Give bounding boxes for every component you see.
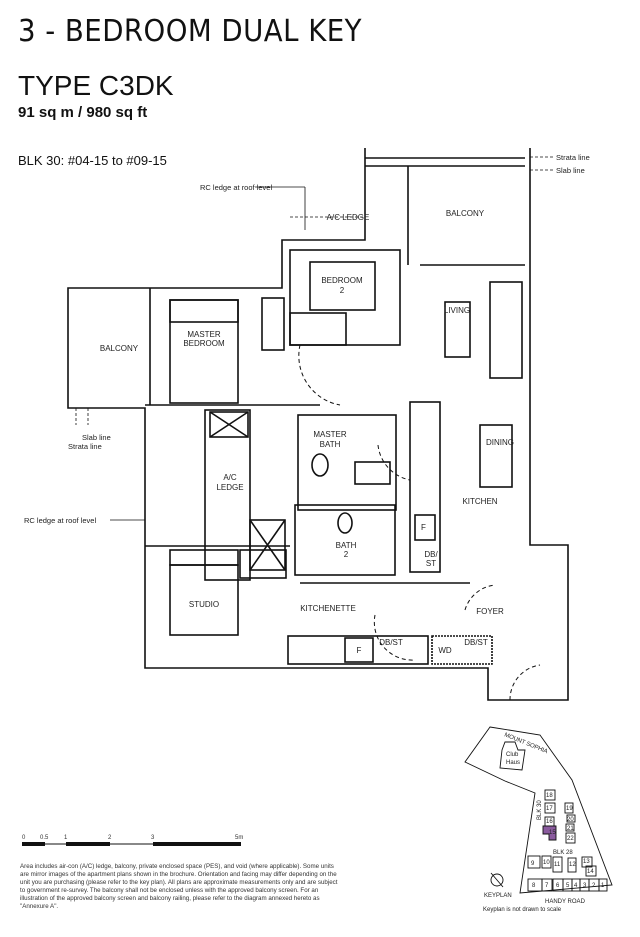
room-label-fridge-1: F — [421, 523, 426, 532]
scale-bar: 0 0.5 1 2 3 5m — [22, 835, 243, 846]
strata-line-label: Strata line — [556, 153, 590, 162]
strata-line-label-left: Strata line — [68, 442, 102, 451]
keyplan-unit: 2 — [592, 883, 596, 889]
room-db-st-2: DB/ST — [379, 638, 403, 647]
room-dining: DINING — [486, 438, 514, 447]
room-kitchen: KITCHEN — [462, 497, 497, 506]
room-foyer: FOYER — [476, 607, 504, 616]
keyplan-blk30: BLK 30 — [537, 800, 543, 820]
scale-tick: 0.5 — [40, 835, 49, 841]
room-master-bath-2: BATH — [320, 440, 341, 449]
keyplan-labels: MOUNT SOPHIA Club Haus BLK 30 BLK 28 HAN… — [483, 732, 605, 913]
scale-tick: 1 — [64, 835, 68, 841]
keyplan-unit: 19 — [566, 806, 573, 812]
scale-tick: 0 — [22, 835, 26, 841]
keyplan-unit: 6 — [556, 883, 560, 889]
room-master-bath: MASTER — [313, 430, 347, 439]
room-balcony-left: BALCONY — [100, 344, 139, 353]
keyplan-note: Keyplan is not drawn to scale — [483, 907, 562, 913]
room-bedroom2-num: 2 — [340, 286, 345, 295]
keyplan-club-2: Haus — [506, 760, 520, 766]
room-db-st-3: DB/ST — [464, 638, 488, 647]
room-labels: BALCONY A/C LEDGE BEDROOM 2 LIVING MASTE… — [100, 209, 514, 655]
room-bedroom2: BEDROOM — [321, 276, 363, 285]
room-bath2: BATH — [336, 541, 357, 550]
rc-ledge-label-top: RC ledge at roof level — [200, 183, 272, 192]
leader-lines — [110, 186, 306, 521]
disclaimer-text: Area includes air-con (A/C) ledge, balco… — [20, 863, 338, 910]
keyplan-unit: 5 — [566, 883, 570, 889]
room-living: LIVING — [444, 306, 470, 315]
keyplan-unit: 9 — [531, 861, 535, 867]
room-bath2-num: 2 — [344, 550, 349, 559]
scale-tick: 3 — [151, 835, 155, 841]
room-studio: STUDIO — [189, 600, 219, 609]
keyplan-unit: 3 — [583, 883, 587, 889]
room-db-st-1: DB/ — [424, 550, 438, 559]
keyplan-unit: 22 — [567, 836, 574, 842]
scale-tick: 5m — [235, 835, 243, 841]
room-ac-ledge-top: A/C LEDGE — [327, 213, 370, 222]
keyplan-unit: 12 — [569, 862, 576, 868]
keyplan-unit: 4 — [574, 883, 578, 889]
keyplan-unit: 17 — [546, 806, 553, 812]
keyplan-club: Club — [506, 752, 519, 758]
slab-line-label: Slab line — [556, 166, 585, 175]
annotations: Strata line Slab line RC ledge at roof l… — [24, 153, 590, 525]
keyplan-unit: 10 — [543, 860, 550, 866]
keyplan-blk28: BLK 28 — [553, 850, 573, 856]
rc-ledge-label-left: RC ledge at roof level — [24, 516, 96, 525]
keyplan-unit: 21 — [567, 826, 574, 832]
unit-type: TYPE C3DK — [18, 70, 174, 101]
slab-line-label-left: Slab line — [82, 433, 111, 442]
room-db-st-1b: ST — [426, 559, 436, 568]
unit-range: BLK 30: #04-15 to #09-15 — [18, 153, 167, 168]
keyplan-unit: 1 — [601, 883, 605, 889]
room-balcony-top: BALCONY — [446, 209, 485, 218]
keyplan-unit: 8 — [532, 883, 536, 889]
keyplan-unit: 7 — [545, 883, 549, 889]
keyplan — [464, 726, 613, 894]
keyplan-road-bottom: HANDY ROAD — [545, 899, 586, 905]
keyplan-unit: 14 — [587, 869, 594, 875]
room-master-bedroom: MASTER — [187, 330, 221, 339]
room-wd: WD — [438, 646, 452, 655]
room-fridge-2: F — [357, 646, 362, 655]
keyplan-unit: 20 — [567, 817, 574, 823]
room-kitchenette: KITCHENETTE — [300, 604, 356, 613]
scale-tick: 2 — [108, 835, 112, 841]
keyplan-unit: 11 — [554, 862, 561, 868]
room-ac-ledge: A/C — [223, 473, 237, 482]
page-title: 3 - BEDROOM DUAL KEY — [18, 14, 362, 49]
reference-lines — [75, 156, 555, 520]
keyplan-title: KEYPLAN — [484, 893, 512, 899]
keyplan-unit: 16 — [546, 819, 553, 825]
walls: F — [67, 148, 569, 701]
keyplan-unit-highlighted: 15 — [549, 830, 556, 836]
keyplan-unit: 13 — [583, 859, 590, 865]
keyplan-unit: 18 — [546, 793, 553, 799]
unit-area: 91 sq m / 980 sq ft — [18, 104, 148, 121]
room-ac-ledge-2: LEDGE — [216, 483, 243, 492]
room-master-bedroom-2: BEDROOM — [183, 339, 225, 348]
